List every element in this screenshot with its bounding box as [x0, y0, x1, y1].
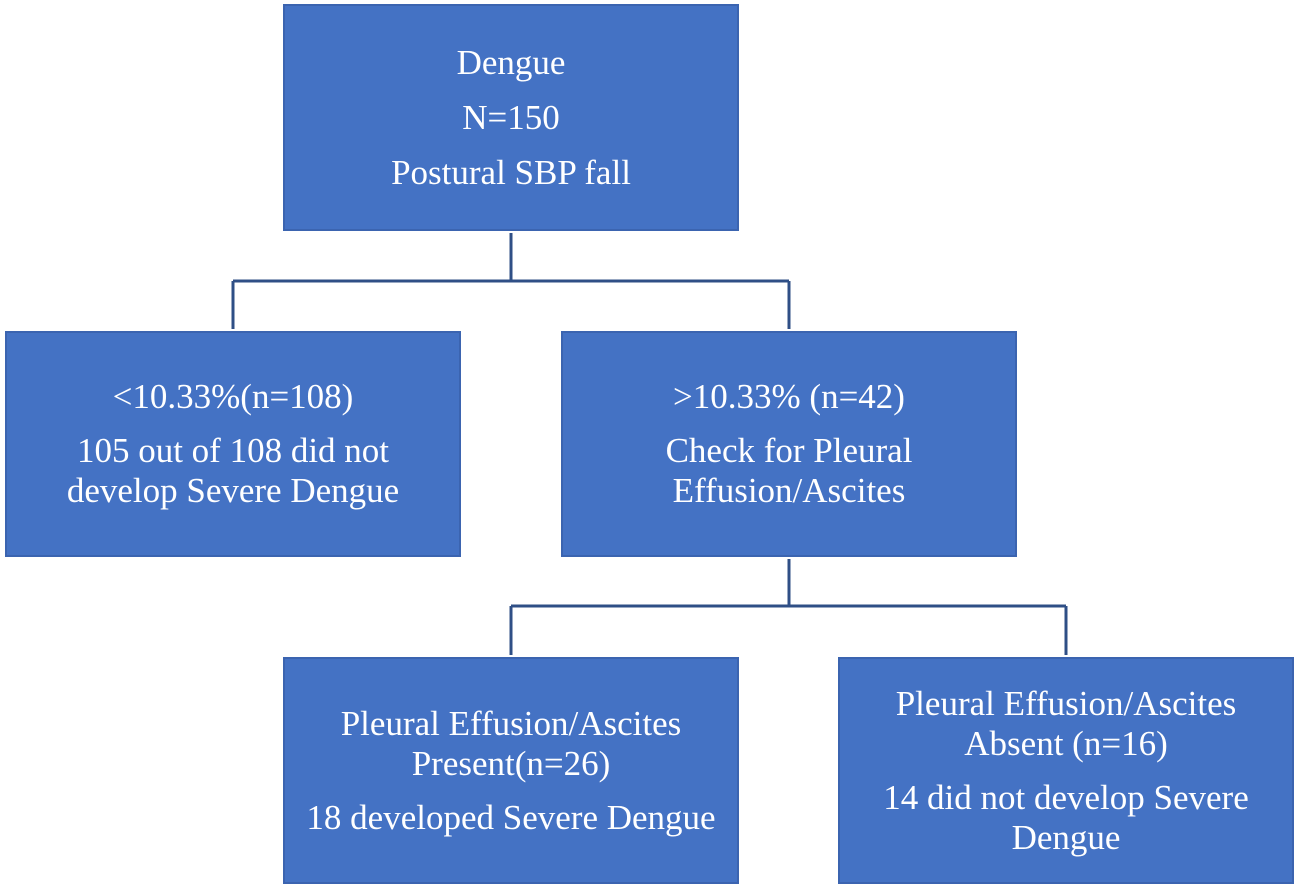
node-high-sbp-fall: >10.33% (n=42) Check for Pleural Effusio… — [561, 331, 1017, 557]
low-threshold: <10.33%(n=108) — [112, 377, 354, 416]
node-low-sbp-fall: <10.33%(n=108) 105 out of 108 did not de… — [5, 331, 461, 557]
node-dengue-root: Dengue N=150 Postural SBP fall — [283, 4, 739, 231]
absent-label-2: Absent (n=16) — [964, 723, 1168, 763]
root-criterion: Postural SBP fall — [391, 153, 631, 192]
absent-label-1: Pleural Effusion/Ascites — [895, 683, 1237, 723]
low-outcome-1: 105 out of 108 did not — [76, 431, 390, 470]
high-action-2: Effusion/Ascites — [672, 471, 906, 510]
absent-outcome-2: Dengue — [1011, 817, 1121, 857]
present-label-2: Present(n=26) — [411, 743, 611, 783]
root-title: Dengue — [456, 43, 566, 82]
absent-outcome-1: 14 did not develop Severe — [883, 777, 1249, 817]
present-label-1: Pleural Effusion/Ascites — [340, 703, 682, 743]
connector-high-to-split — [509, 559, 1068, 655]
root-count: N=150 — [462, 98, 560, 137]
present-outcome: 18 developed Severe Dengue — [306, 797, 716, 837]
node-effusion-absent: Pleural Effusion/Ascites Absent (n=16) 1… — [838, 657, 1294, 884]
high-action-1: Check for Pleural — [665, 431, 913, 470]
high-threshold: >10.33% (n=42) — [673, 377, 905, 416]
low-outcome-2: develop Severe Dengue — [66, 471, 400, 510]
connector-root-to-split — [231, 233, 791, 329]
node-effusion-present: Pleural Effusion/Ascites Present(n=26) 1… — [283, 657, 739, 884]
